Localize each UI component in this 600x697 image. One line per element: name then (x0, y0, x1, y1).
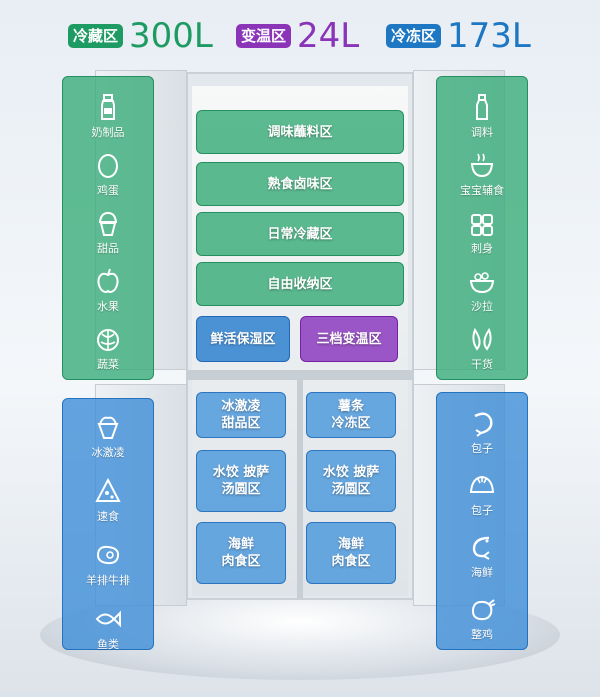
freezer-drawer-left-1: 冰激凌 甜品区 (196, 392, 286, 438)
cupcake-icon (98, 211, 118, 236)
list-item-label: 宝宝辅食 (460, 184, 504, 197)
freezer-capacity: 冷冻区 173L (386, 16, 531, 56)
list-item: 刺身 (467, 208, 497, 256)
drawer-label: 冰激凌 甜品区 (221, 399, 261, 431)
list-item: 蔬菜 (93, 324, 123, 372)
list-item: 鱼类 (93, 604, 123, 652)
list-item-label: 刺身 (471, 242, 493, 255)
list-item-label: 奶制品 (91, 126, 125, 139)
list-item-label: 羊排牛排 (86, 574, 130, 587)
list-item: 水果 (93, 266, 123, 314)
freezer-drawer-left-3: 海鲜 肉食区 (196, 522, 286, 584)
shrimp-icon (474, 412, 493, 437)
shelf-label: 熟食卤味区 (267, 176, 333, 192)
list-item: 奶制品 (92, 92, 125, 140)
shelf-label: 调味蘸料区 (267, 124, 333, 140)
fresh-crisper-drawer: 鲜活保湿区 (196, 316, 290, 362)
whole-chicken-icon (471, 599, 496, 621)
left-freezer-door-list: 冰激凌 速食 羊排牛排 鱼类 (62, 412, 154, 662)
freezer-center-divider (297, 376, 303, 598)
apple-icon (97, 268, 119, 293)
baby-food-icon (470, 153, 494, 178)
list-item-label: 鸡蛋 (97, 184, 119, 197)
list-item: 包子 (467, 408, 497, 456)
drawer-label: 海鲜 肉食区 (331, 537, 371, 569)
list-item-label: 水果 (97, 300, 119, 313)
list-item-label: 速食 (97, 510, 119, 523)
list-item-label: 蔬菜 (97, 358, 119, 371)
drawer-label: 海鲜 肉食区 (221, 537, 261, 569)
list-item-label: 甜品 (97, 242, 119, 255)
list-item-label: 冰激凌 (91, 446, 125, 459)
fridge-capacity-value: 300L (129, 16, 213, 56)
list-item-label: 整鸡 (471, 628, 493, 641)
sushi-icon (471, 214, 493, 236)
list-item: 调料 (467, 92, 497, 140)
cabbage-icon (97, 329, 119, 351)
fish-icon (95, 610, 121, 628)
capacity-header: 冷藏区 300L 变温区 24L 冷冻区 173L (0, 6, 600, 62)
list-item-label: 包子 (471, 442, 493, 455)
list-item-label: 海鲜 (471, 566, 493, 579)
convertible-capacity: 变温区 24L (236, 16, 359, 56)
drawer-label: 薯条 冷冻区 (331, 399, 371, 431)
right-freezer-door-zone (436, 392, 528, 650)
free-storage-shelf: 自由收纳区 (196, 262, 404, 306)
steak-icon (96, 545, 120, 565)
list-item: 包子 (467, 470, 497, 518)
cooked-food-shelf: 熟食卤味区 (196, 162, 404, 206)
dried-goods-icon (472, 327, 492, 351)
freezer-drawer-right-2: 水饺 披萨 汤圆区 (306, 450, 396, 512)
daily-chill-shelf: 日常冷藏区 (196, 212, 404, 256)
list-item-label: 沙拉 (471, 300, 493, 313)
left-fridge-door-list: 奶制品 鸡蛋 甜品 水果 蔬菜 (62, 92, 154, 382)
fridge-tag: 冷藏区 (68, 24, 124, 48)
prawn-icon (472, 536, 490, 560)
freezer-drawer-right-1: 薯条 冷冻区 (306, 392, 396, 438)
list-item: 甜品 (93, 208, 123, 256)
fridge-capacity: 冷藏区 300L (68, 16, 213, 56)
list-item: 冰激凌 (92, 412, 125, 460)
list-item: 整鸡 (467, 594, 497, 642)
drawer-label: 三档变温区 (316, 331, 382, 347)
left-freezer-door-zone (62, 398, 154, 650)
ice-cream-icon (97, 416, 119, 439)
freezer-drawer-left-2: 水饺 披萨 汤圆区 (196, 450, 286, 512)
drawer-label: 鲜活保湿区 (210, 331, 276, 347)
milk-bottle-icon (101, 94, 115, 120)
list-item-label: 干货 (471, 358, 493, 371)
drawer-label: 水饺 披萨 汤圆区 (212, 465, 270, 497)
freezer-drawer-right-3: 海鲜 肉食区 (306, 522, 396, 584)
right-fridge-door-list: 调料 宝宝辅食 刺身 沙拉 干货 (436, 92, 528, 382)
freezer-tag: 冷冻区 (386, 24, 442, 48)
shelf-label: 自由收纳区 (267, 276, 333, 292)
pizza-slice-icon (95, 477, 121, 502)
drawer-label: 水饺 披萨 汤圆区 (322, 465, 380, 497)
shelf-label: 日常冷藏区 (267, 226, 333, 242)
egg-icon (98, 154, 118, 178)
right-freezer-door-list: 包子 包子 海鲜 整鸡 (436, 408, 528, 652)
list-item-label: 调料 (471, 126, 493, 139)
convertible-capacity-value: 24L (297, 16, 360, 56)
seasoning-shelf: 调味蘸料区 (196, 110, 404, 154)
convertible-drawer: 三档变温区 (300, 316, 398, 362)
compartment-divider (186, 370, 414, 380)
list-item-label: 鱼类 (97, 638, 119, 651)
bun-icon (469, 475, 495, 493)
salad-bowl-icon (469, 272, 495, 294)
list-item-label: 包子 (471, 504, 493, 517)
sauce-bottle-icon (476, 94, 488, 120)
freezer-capacity-value: 173L (447, 16, 531, 56)
list-item: 海鲜 (467, 532, 497, 580)
list-item: 干货 (467, 324, 497, 372)
list-item: 速食 (93, 476, 123, 524)
convertible-tag: 变温区 (236, 24, 292, 48)
list-item: 鸡蛋 (93, 150, 123, 198)
list-item: 沙拉 (467, 266, 497, 314)
list-item: 宝宝辅食 (460, 150, 504, 198)
list-item: 羊排牛排 (86, 540, 130, 588)
